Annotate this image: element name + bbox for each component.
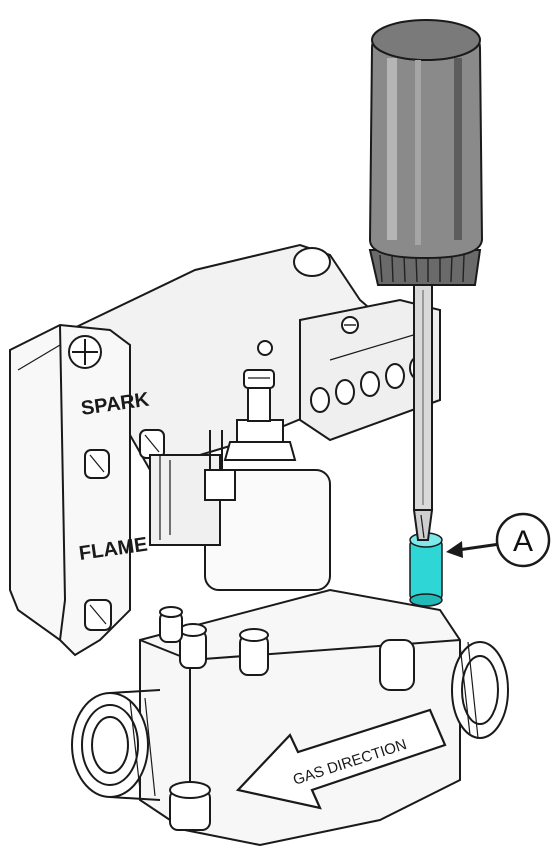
outlet-port (451, 641, 509, 739)
inlet-port (71, 689, 161, 801)
control-box (9, 243, 441, 657)
callout-label: A (513, 525, 533, 558)
callout-arrow-icon (446, 541, 463, 558)
pressure-adjust-screw (409, 532, 443, 607)
flame-socket (84, 599, 112, 631)
callout-a (446, 512, 551, 568)
screwdriver-icon (368, 19, 484, 541)
spark-sockets (84, 429, 165, 479)
solenoid-coil (149, 369, 331, 591)
valve-body (139, 588, 461, 847)
gas-direction-arrow (235, 708, 447, 810)
